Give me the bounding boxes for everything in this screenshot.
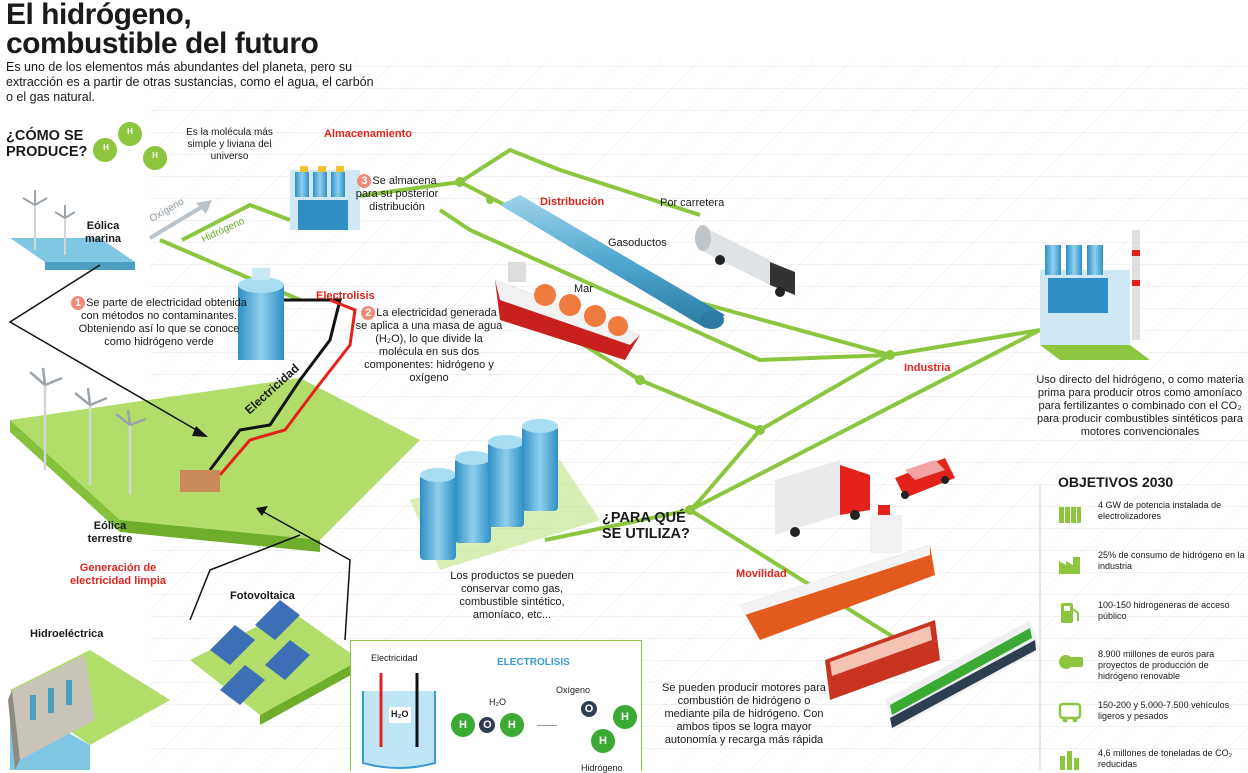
factory-icon	[1059, 557, 1080, 574]
electrolyzer-icon	[1059, 507, 1081, 523]
arrow-head-icon	[256, 506, 268, 516]
tanker-truck-icon	[695, 225, 795, 297]
how-heading: ¿CÓMO SE PRODUCE?	[6, 128, 87, 160]
title-line-1: El hidrógeno,	[6, 0, 192, 31]
inset-molecule-label: H₂O	[489, 697, 506, 707]
uses-heading: ¿PARA QUÉ SE UTILIZA?	[602, 510, 690, 542]
eolica-marina-platform	[10, 238, 135, 270]
molecule-h-label-2: H	[127, 127, 133, 136]
label-electrolisis: Electrolisis	[316, 290, 375, 302]
molecule-h-label-3: H	[152, 151, 158, 160]
arrow-head-icon	[192, 426, 208, 437]
objectives-heading: OBJETIVOS 2030	[1058, 474, 1174, 490]
inset-water: H₂O	[391, 709, 409, 719]
bus-icon	[825, 620, 940, 700]
step-1-description: Se parte de electricidad obtenida con mé…	[78, 297, 247, 348]
intro-text: Es uno de los elementos más abundantes d…	[6, 60, 374, 104]
vehicle-icon	[1058, 702, 1082, 723]
industry-plant-icon	[1040, 230, 1150, 360]
label-fotovoltaica: Fotovoltaica	[230, 590, 295, 602]
oxygen-arrow-icon	[148, 200, 212, 240]
inset-h-atom: H	[499, 713, 524, 737]
hydroelectric-dam-icon	[8, 655, 95, 770]
label-movilidad: Movilidad	[736, 568, 787, 580]
electrolysis-inset: Electricidad ELECTROLISIS H₂O H₂O H O H …	[350, 640, 642, 773]
how-heading-line2: PRODUCE?	[6, 144, 88, 160]
substation-icon	[180, 470, 220, 492]
step-3-description: Se almacena para su posterior distribuci…	[355, 175, 439, 213]
step-3-number: 3	[357, 174, 372, 188]
movilidad-text: Se pueden producir motores para combusti…	[662, 682, 826, 746]
step-2-number: 2	[361, 306, 376, 320]
connector-arrows	[8, 264, 351, 641]
inset-h-atom-3: H	[591, 729, 615, 753]
pipeline-junctions	[455, 177, 895, 515]
label-almacenamiento: Almacenamiento	[324, 128, 413, 140]
objective-5: 150-200 y 5.000-7.500 vehículos ligeros …	[1098, 700, 1230, 721]
objective-2: 25% de consumo de hidrógeno en la indust…	[1098, 550, 1245, 571]
hydrogen-atom-icon-2: H	[591, 729, 615, 753]
inset-o-atom: O	[479, 717, 496, 733]
inset-h-atom-2: H	[613, 705, 637, 729]
molecule-h-label-1: H	[103, 143, 109, 152]
objective-1: 4 GW de potencia instalada de electroliz…	[1098, 500, 1222, 521]
offshore-wind-turbines-icon	[22, 190, 76, 255]
truck-icon	[775, 460, 870, 537]
hydrogen-atom-icon: H	[613, 705, 637, 729]
inset-hidrogeno: Hidrógeno	[581, 763, 623, 773]
label-por-carretera: Por carretera	[660, 197, 725, 209]
title-line-2: combustible del futuro	[6, 27, 319, 60]
uses-heading-line1: ¿PARA QUÉ	[602, 510, 686, 526]
co2-icon	[1060, 751, 1079, 770]
inset-o-atom-2: O	[581, 701, 597, 717]
inset-h-atom: H	[451, 713, 475, 737]
water-beaker-icon	[362, 673, 436, 769]
cargo-ship-icon	[740, 505, 935, 640]
water-molecule-icon: H O H	[451, 713, 524, 737]
label-gasoductos: Gasoductos	[608, 237, 667, 249]
inset-title: ELECTROLISIS	[497, 657, 570, 668]
fuel-pump-icon	[1061, 603, 1079, 623]
money-icon	[1059, 655, 1083, 669]
label-mar: Mar	[574, 283, 593, 295]
onshore-wind-turbines-icon	[29, 367, 147, 495]
reaction-arrow-icon	[537, 725, 557, 726]
objective-4: 8.900 millones de euros para proyectos d…	[1098, 649, 1215, 681]
train-icon	[885, 620, 1040, 730]
electrolysis-platform	[10, 378, 420, 552]
how-heading-line1: ¿CÓMO SE	[6, 128, 84, 144]
objective-6: 4,6 millones de toneladas de CO₂ reducid…	[1098, 748, 1233, 769]
step-1-number: 1	[71, 296, 86, 310]
products-text: Los productos se pueden conservar como g…	[450, 570, 574, 621]
car-icon	[895, 458, 955, 499]
gas-pipeline-icon	[500, 195, 725, 329]
label-eolica-terrestre: Eólica terrestre	[87, 520, 133, 545]
inset-electricidad: Electricidad	[371, 653, 418, 663]
page-title: El hidrógeno, combustible del futuro	[6, 0, 319, 60]
molecule-description: Es la molécula más simple y liviana del …	[186, 127, 273, 162]
industria-text: Uso directo del hidrógeno, o como materi…	[1036, 374, 1244, 438]
electrolyzer-tank-icon	[238, 268, 284, 360]
objective-3: 100-150 hidrogeneras de acceso público	[1098, 600, 1230, 621]
storage-facility-icon	[290, 166, 360, 230]
lng-ship-icon	[495, 262, 640, 360]
label-generacion: Generación de electricidad limpia	[70, 562, 166, 587]
electricity-cables	[208, 298, 357, 476]
label-hidroelectrica: Hidroeléctrica	[30, 628, 104, 640]
label-eolica-marina: Eólica marina	[84, 220, 122, 245]
label-industria: Industria	[904, 362, 951, 374]
storage-tanks-icon	[410, 419, 600, 570]
inset-oxigeno: Oxígeno	[556, 685, 591, 695]
label-distribucion: Distribución	[540, 196, 605, 208]
hydrogen-molecule-icon	[93, 122, 167, 170]
solar-panels-icon	[210, 600, 310, 705]
uses-heading-line2: SE UTILIZA?	[602, 526, 690, 542]
step-2-description: La electricidad generada se aplica a una…	[355, 307, 503, 384]
oxygen-atom-icon: O	[581, 699, 597, 717]
